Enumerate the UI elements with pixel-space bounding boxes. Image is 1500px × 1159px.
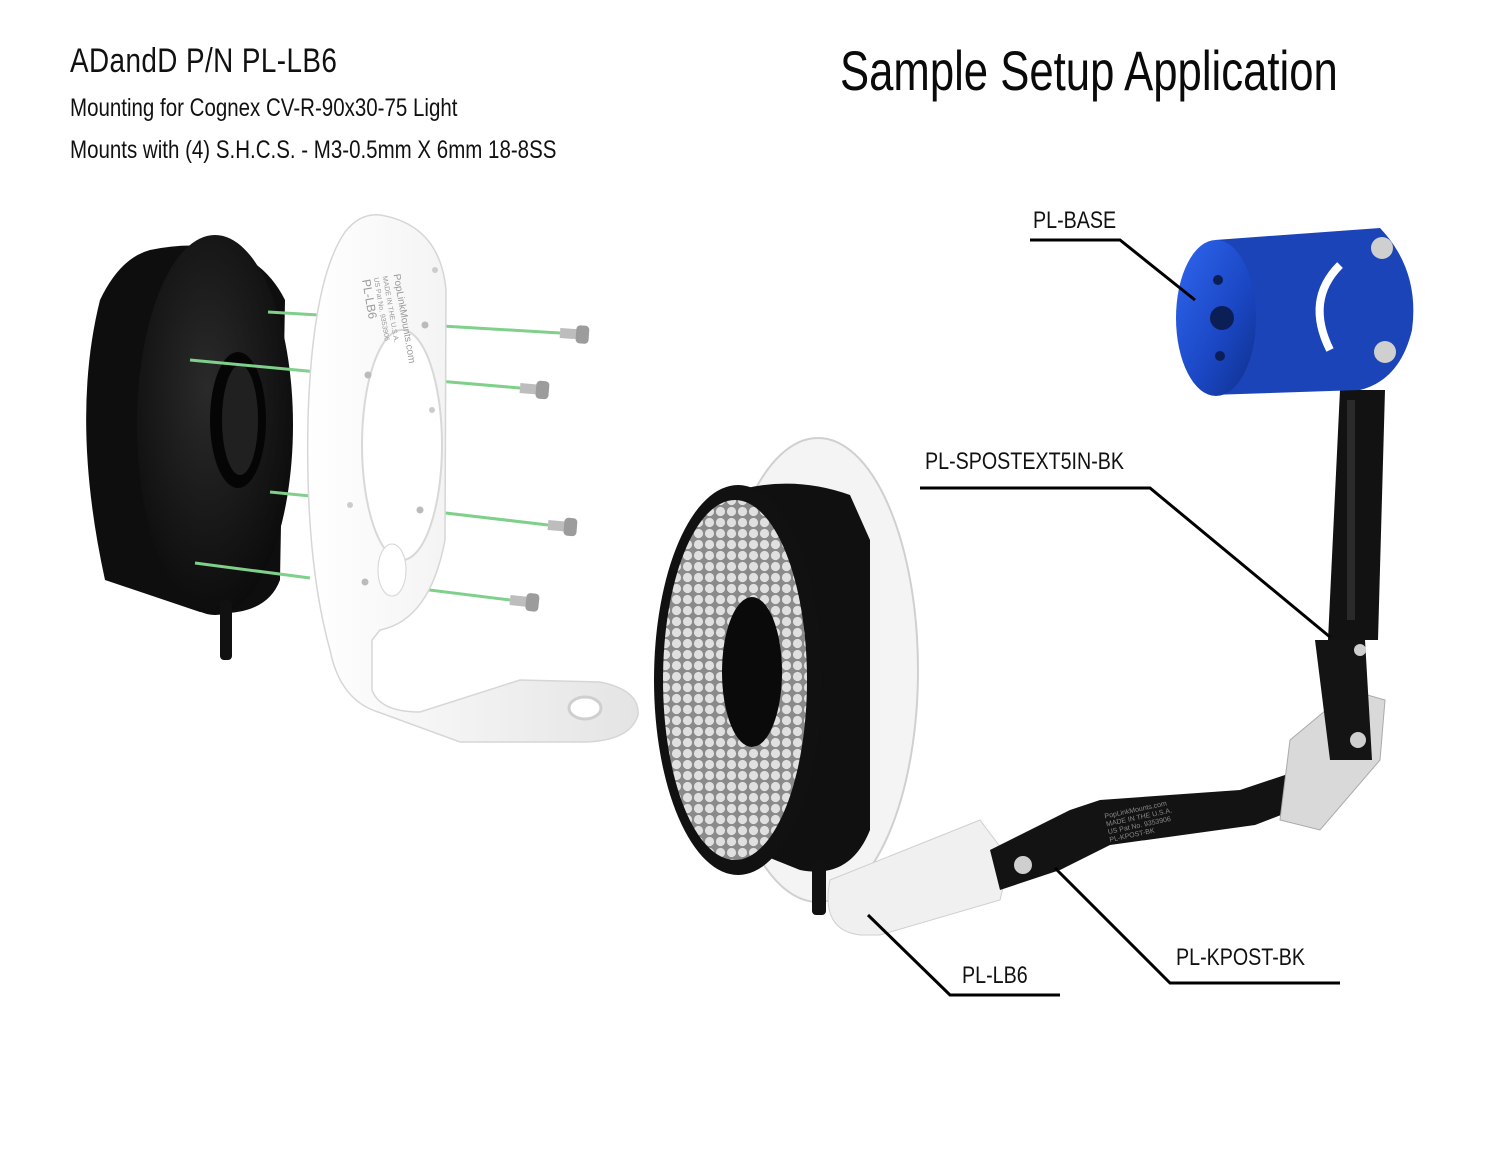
kpost-rod: PL-KPOST-BK US Pat No. 9353906 MADE IN T…	[990, 770, 1329, 890]
callout-pl-kpost-bk: PL-KPOST-BK	[1176, 944, 1306, 971]
hardware-description: Mounts with (4) S.H.C.S. - M3-0.5mm X 6m…	[70, 136, 557, 164]
callout-leaders	[866, 238, 1340, 997]
spost-extension	[1328, 390, 1385, 640]
mounting-description: Mounting for Cognex CV-R-90x30-75 Light	[70, 94, 458, 122]
plate-engraving-model: PL-LB6	[359, 278, 380, 320]
mounting-plate-exploded: PL-LB6 US Pat No. 9353906 MADE IN THE U.…	[306, 214, 639, 743]
knuckle-joint	[1279, 640, 1386, 831]
part-number-heading: ADandD P/N PL-LB6	[70, 42, 338, 80]
ring-light-assembled	[654, 483, 870, 915]
page-title: Sample Setup Application	[840, 39, 1338, 102]
callout-pl-base: PL-BASE	[1033, 207, 1117, 234]
ring-light-exploded	[86, 235, 293, 660]
screws-exploded	[509, 325, 590, 612]
callout-pl-spostext5in-bk: PL-SPOSTEXT5IN-BK	[925, 448, 1125, 475]
blue-base	[1176, 228, 1414, 396]
callout-pl-lb6: PL-LB6	[962, 962, 1028, 989]
